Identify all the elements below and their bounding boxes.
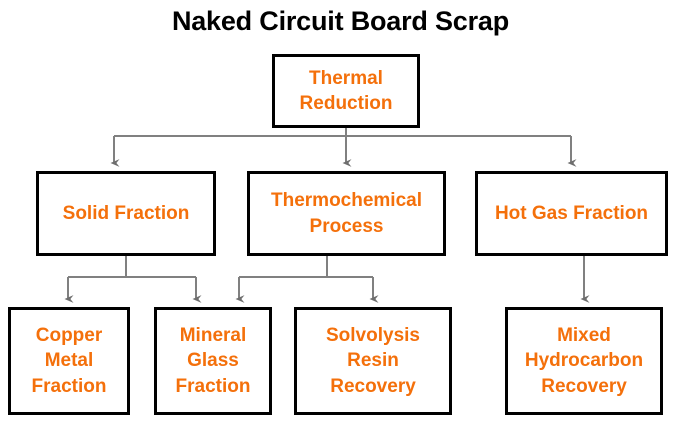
node-thermal-reduction-label: Thermal Reduction	[299, 67, 393, 114]
node-thermal-reduction[interactable]: Thermal Reduction	[272, 54, 420, 128]
edge-thermal-reduction-bus	[114, 128, 571, 137]
node-solid-fraction[interactable]: Solid Fraction	[36, 171, 216, 256]
node-solvolysis-resin-recovery-label: Solvolysis Resin Recovery	[326, 325, 420, 397]
node-copper-metal-fraction-label: Copper Metal Fraction	[31, 325, 107, 397]
node-mineral-glass-fraction-label: Mineral Glass Fraction	[175, 325, 251, 397]
node-thermochemical-process[interactable]: Thermochemical Process	[247, 171, 446, 256]
node-mineral-glass-fraction[interactable]: Mineral Glass Fraction	[154, 307, 272, 415]
node-solid-fraction-label: Solid Fraction	[62, 202, 190, 224]
node-hot-gas-fraction[interactable]: Hot Gas Fraction	[475, 171, 668, 256]
page-title: Naked Circuit Board Scrap	[171, 6, 510, 36]
node-copper-metal-fraction[interactable]: Copper Metal Fraction	[8, 307, 130, 415]
node-thermochemical-process-label: Thermochemical Process	[271, 190, 422, 237]
node-hot-gas-fraction-label: Hot Gas Fraction	[494, 202, 649, 224]
edge-thermochemical-process-bus	[239, 256, 373, 278]
node-solvolysis-resin-recovery[interactable]: Solvolysis Resin Recovery	[294, 307, 452, 415]
node-mixed-hydrocarbon-recovery-label: Mixed Hydrocarbon Recovery	[524, 325, 644, 397]
edge-solid-fraction-bus	[68, 256, 196, 278]
node-mixed-hydrocarbon-recovery[interactable]: Mixed Hydrocarbon Recovery	[505, 307, 663, 415]
